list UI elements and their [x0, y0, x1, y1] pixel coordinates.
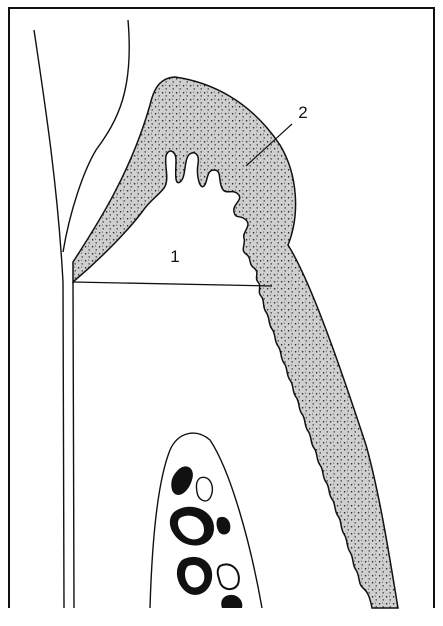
cavity-baseline: [73, 282, 272, 286]
label-1: 1: [170, 247, 179, 266]
left-wall-inner-line: [63, 282, 64, 608]
membrane-curve-left: [34, 30, 63, 282]
bone-cavity-6: [218, 564, 239, 589]
bone-cavity-2: [196, 477, 212, 501]
left-wall-outer-line: [73, 282, 74, 608]
label-2: 2: [298, 103, 307, 122]
